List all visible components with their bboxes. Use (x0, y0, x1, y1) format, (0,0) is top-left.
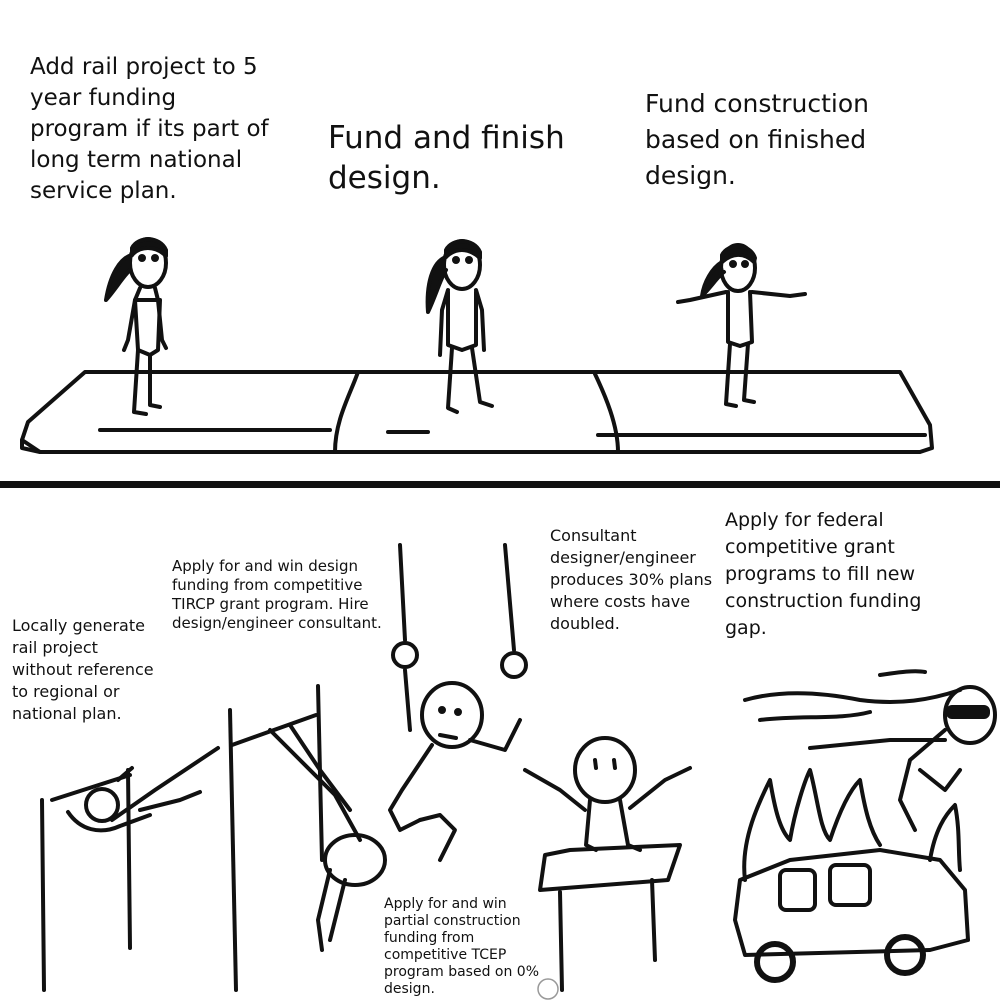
panel-divider (0, 481, 1000, 488)
reality-step-1-caption: Locally generate rail project without re… (12, 616, 154, 723)
ideal-step-1-caption: Add rail project to 5 year funding progr… (30, 54, 269, 204)
gymnast-1 (104, 237, 168, 416)
reality-step-2-caption: Apply for and win design funding from co… (172, 557, 382, 632)
ideal-step-3-caption: Fund construction based on finished desi… (645, 89, 869, 190)
bar-gymnast-2 (228, 684, 387, 992)
desk-gymnast (523, 736, 692, 992)
page-marker (537, 978, 559, 1000)
bar-gymnast-1 (40, 746, 220, 992)
burning-car-scene (733, 669, 997, 983)
gymnast-2 (425, 239, 494, 414)
gym-mat (20, 370, 934, 454)
gymnast-3 (676, 243, 807, 408)
rings-gymnast (388, 543, 528, 862)
reality-step-3-caption: Apply for and win partial construction f… (384, 896, 540, 997)
reality-step-5-caption: Apply for federal competitive grant prog… (725, 509, 922, 639)
reality-step-4-caption: Consultant designer/engineer produces 30… (550, 526, 713, 633)
ideal-step-2-caption: Fund and finish design. (328, 120, 565, 196)
